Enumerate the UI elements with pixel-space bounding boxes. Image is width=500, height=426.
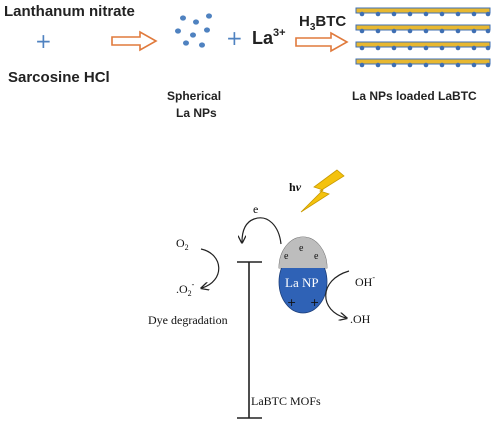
oxygen-label: O2	[176, 236, 189, 252]
lightning-icon	[300, 169, 345, 213]
mof-label: LaBTC MOFs	[251, 394, 321, 408]
superoxide-label: .O2-	[176, 280, 195, 298]
la-nanoparticle: e e e La NP + +	[278, 236, 328, 314]
hydroxyl-radical-label: .OH	[350, 312, 371, 326]
rod-1	[355, 7, 491, 17]
plus-sign-1: +	[35, 29, 52, 53]
hole-2: +	[310, 296, 319, 309]
product-la-nps-loaded-labtc: La NPs loaded LaBTC	[352, 89, 477, 103]
product-spherical-label: Spherical	[167, 89, 221, 103]
rod-3	[355, 41, 491, 51]
reactant-lanthanum-nitrate: Lanthanum nitrate	[4, 3, 135, 20]
product-la-nps-label: La NPs	[176, 106, 217, 120]
hole-1: +	[287, 296, 296, 309]
shell-electron-2: e	[299, 243, 304, 254]
linker-h3btc-label: H3BTC	[299, 13, 346, 33]
la-ion-label: La3+	[252, 27, 286, 48]
spherical-nanoparticles-icon	[175, 13, 212, 48]
reaction-arrow-1	[111, 30, 158, 52]
electron-transfer-arrow	[242, 217, 282, 245]
np-label: La NP	[285, 275, 319, 290]
dye-degradation-label: Dye degradation	[148, 313, 228, 327]
reaction-arrow-2	[295, 31, 349, 53]
hydroxide-label: OH-	[355, 273, 375, 289]
electron-label: e	[253, 202, 258, 216]
hydroxide-oxidation-arrow	[325, 270, 350, 318]
shell-electron-1: e	[284, 251, 289, 262]
shell-electron-3: e	[314, 251, 319, 262]
plus-sign-2: +	[226, 26, 243, 50]
light-hv-label: hν	[289, 180, 302, 194]
reactant-sarcosine-hcl: Sarcosine HCl	[8, 69, 110, 86]
oxygen-reduction-arrow	[201, 248, 220, 288]
rod-4	[355, 58, 491, 68]
rod-2	[355, 24, 491, 34]
